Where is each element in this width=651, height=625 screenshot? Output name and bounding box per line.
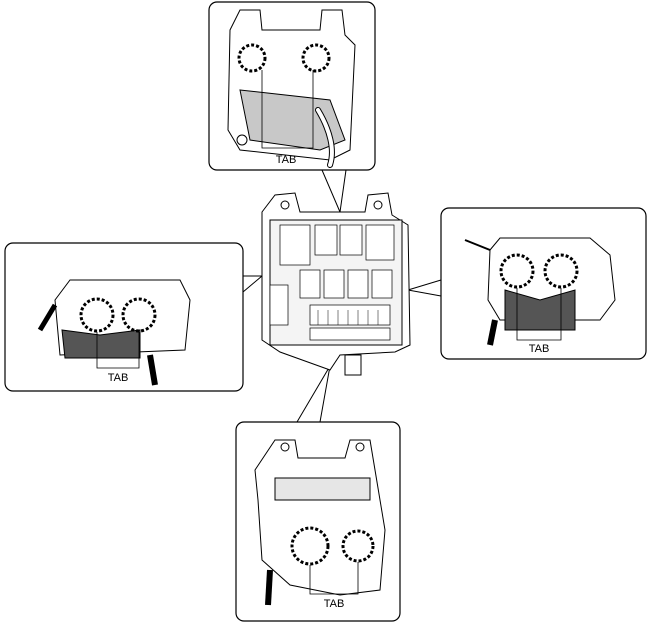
tab-highlight-circle <box>499 253 535 289</box>
tab-label-left: TAB <box>107 372 129 384</box>
leader-top <box>321 169 347 214</box>
top-view-part <box>227 9 356 168</box>
tab-highlight-circle <box>237 43 267 73</box>
tab-highlight-circle <box>79 297 115 333</box>
leader-bottom <box>296 365 331 423</box>
tab-highlight-circle <box>543 253 579 289</box>
bottom-view-part <box>254 439 386 606</box>
tab-label-top: TAB <box>275 154 297 166</box>
tab-highlight-circle <box>341 529 375 563</box>
left-view-part <box>37 279 191 386</box>
tab-label-bottom: TAB <box>323 598 345 610</box>
tab-highlight-circle <box>121 297 157 333</box>
junction-box-main <box>261 192 411 376</box>
leader-left <box>242 275 264 293</box>
tab-highlight-circle <box>301 43 331 73</box>
tab-label-right: TAB <box>528 343 550 355</box>
tab-highlight-circle <box>290 526 330 566</box>
leader-right <box>407 279 442 297</box>
right-view-part <box>464 237 616 346</box>
